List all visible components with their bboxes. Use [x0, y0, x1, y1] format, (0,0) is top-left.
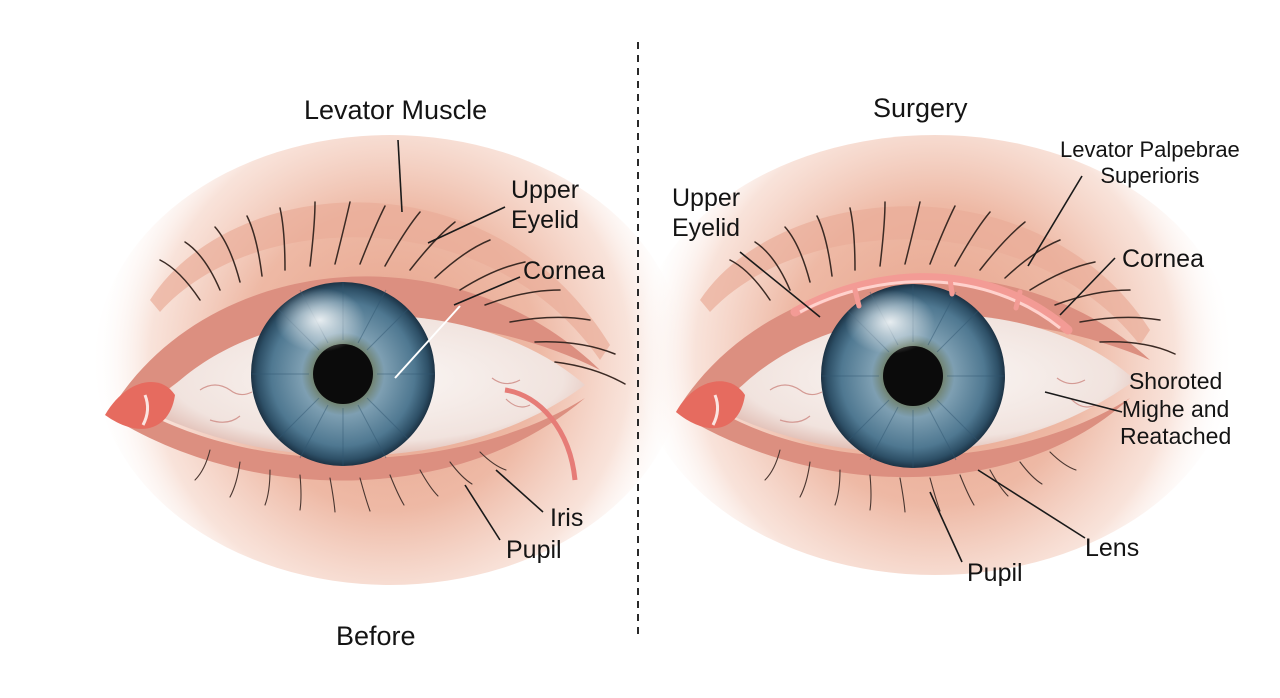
label-shortened-line1: Shoroted [1128, 368, 1223, 394]
label-levator-palpebrae-line2: Superioris [1100, 163, 1200, 189]
label-iris: Iris [550, 504, 584, 532]
label-cornea-surgery: Cornea [1122, 245, 1204, 273]
label-shortened-line2: Mighe and [1121, 395, 1230, 422]
leader-lines-surgery [739, 175, 1123, 563]
label-pupil-surgery: Pupil [967, 559, 1023, 587]
label-levator-palpebrae-line1: Levator Palpebrae [1060, 137, 1240, 162]
eye-surgery-illustration [635, 135, 1235, 575]
label-upper-eyelid-before-line2: Eyelid [511, 206, 580, 234]
label-levator-muscle: Levator Muscle [304, 95, 488, 125]
label-upper-eyelid-surgery-line2: Eyelid [672, 214, 741, 242]
label-pupil-before: Pupil [506, 536, 562, 564]
label-cornea-before: Cornea [523, 257, 605, 285]
label-upper-eyelid-before-line1: Upper [511, 176, 580, 204]
label-shortened-line3: Reatached [1120, 423, 1232, 450]
label-upper-eyelid-before: Upper Eyelid [511, 175, 579, 235]
label-upper-eyelid-surgery: Upper Eyelid [672, 183, 740, 243]
label-levator-palpebrae: Levator Palpebrae Superioris [1060, 137, 1240, 190]
label-lens: Lens [1085, 534, 1140, 562]
caption-before: Before [336, 621, 416, 651]
label-shortened-reattached: Shoroted Mighe and Reatached [1120, 368, 1231, 451]
label-upper-eyelid-surgery-line1: Upper [672, 184, 741, 212]
leader-lines-before [394, 139, 544, 541]
eye-before-illustration [95, 135, 685, 585]
caption-surgery: Surgery [873, 93, 968, 123]
